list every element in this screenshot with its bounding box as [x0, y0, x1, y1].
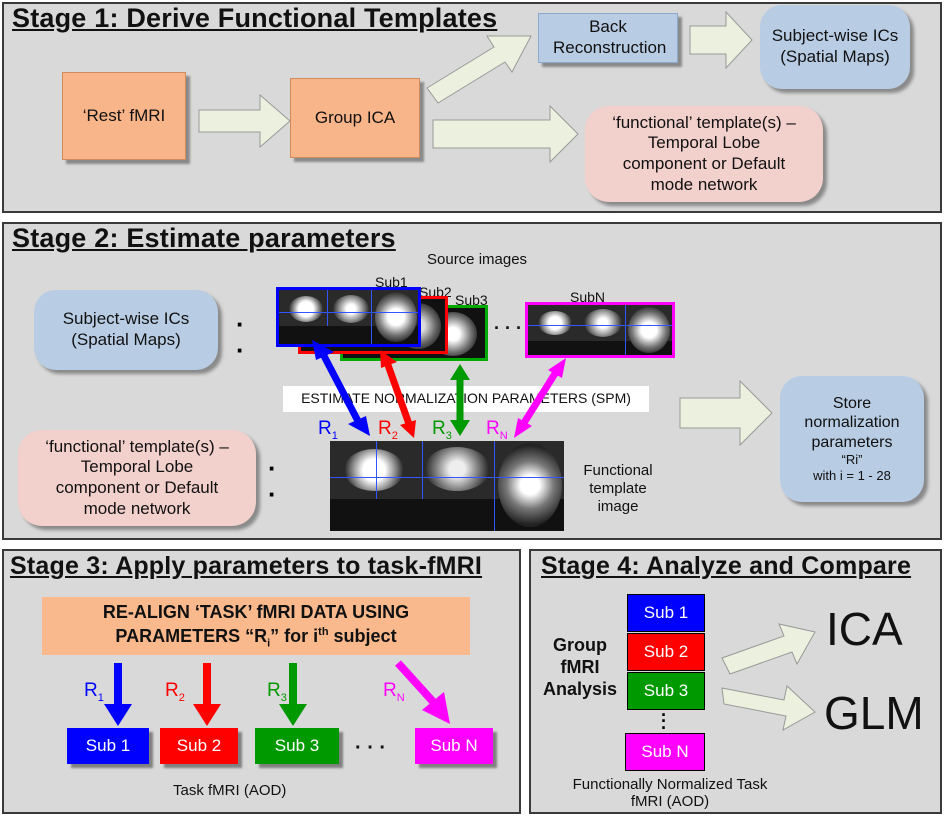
colon-stage2-bottom: ·· [268, 453, 277, 509]
stage4-title: Stage 4: Analyze and Compare [541, 552, 912, 580]
r2-label-stage2: R2 [378, 418, 398, 442]
functional-template-label-stage2: ‘functional’ template(s) – Temporal Lobe… [45, 436, 229, 518]
realign-line2: PARAMETERS “Ri” for ith subject [115, 625, 397, 650]
group-ica-box: Group ICA [290, 78, 420, 158]
rest-fmri-label: ‘Rest’ fMRI [82, 105, 166, 125]
functional-template-label-stage1: ‘functional’ template(s) – Temporal Lobe… [612, 112, 796, 194]
subject-ics-label-stage1: Subject-wise ICs (Spatial Maps) [771, 26, 899, 66]
r1-double-arrow [312, 340, 370, 436]
r2-task-arrow [193, 663, 221, 726]
ica-label: ICA [826, 603, 903, 655]
subN-task-box: Sub N [415, 728, 493, 764]
stage1-title: Stage 1: Derive Functional Templates [12, 3, 498, 33]
rest-to-ica-arrow [198, 93, 291, 149]
to-store-arrow [679, 379, 773, 447]
sub1-source-image [276, 287, 421, 347]
sub3-task-box: Sub 3 [255, 728, 339, 764]
glm-label: GLM [824, 687, 924, 739]
r3-task-arrow [279, 663, 307, 726]
sub1-normalized-box: Sub 1 [627, 594, 705, 632]
subject-ics-box-stage2: Subject-wise ICs (Spatial Maps) [34, 290, 218, 370]
group-fmri-analysis-label: Group fMRI Analysis [542, 635, 618, 699]
ica-to-backrecon-arrow [426, 35, 532, 104]
normalized-caption: Functionally Normalized Task fMRI (AOD) [572, 775, 768, 810]
rest-fmri-box: ‘Rest’ fMRI [62, 72, 186, 160]
ica-to-template-arrow [432, 104, 579, 164]
rN-label-stage2: RN [486, 418, 508, 442]
r3-double-arrow [450, 364, 470, 436]
r2-double-arrow [380, 350, 416, 438]
stage3-panel [2, 549, 521, 814]
stage3-title: Stage 3: Apply parameters to task-fMRI [10, 552, 483, 580]
colon-stage2-top: ·· [236, 309, 245, 365]
functional-template-image [330, 441, 564, 531]
subN-source-label: SubN [570, 289, 606, 305]
to-ica-arrow [721, 623, 816, 675]
store-range-label: with i = 1 - 28 [813, 468, 891, 484]
realign-box: RE-ALIGN ‘TASK’ fMRI DATA USING PARAMETE… [42, 597, 470, 655]
sub3-source-label: Sub3 [455, 292, 488, 308]
subject-ics-label-stage2: Subject-wise ICs (Spatial Maps) [62, 309, 190, 349]
ellipsis-stage3: · · · [355, 737, 387, 759]
back-reconstruction-box: Back Reconstruction [538, 13, 678, 63]
subN-normalized-box: Sub N [625, 733, 705, 771]
estimate-params-label: ESTIMATE NORMALIZATION PARAMETERS (SPM) [301, 390, 631, 407]
vertical-dots-stage4: ··· [661, 705, 667, 738]
to-glm-arrow [721, 685, 816, 731]
stage4-panel [529, 549, 942, 814]
rN-double-arrow [514, 358, 566, 438]
r1-label-stage2: R1 [318, 418, 338, 442]
subject-ics-box-stage1: Subject-wise ICs (Spatial Maps) [760, 5, 910, 89]
r2-label-stage3: R2 [165, 680, 185, 704]
subN-source-image [525, 302, 675, 358]
r3-label-stage3: R3 [267, 680, 287, 704]
sub2-normalized-box: Sub 2 [627, 633, 705, 671]
functional-template-box-stage2: ‘functional’ template(s) – Temporal Lobe… [18, 430, 256, 526]
store-parameters-label: Store normalization parameters [804, 394, 900, 451]
backrecon-to-ics-arrow [689, 10, 753, 70]
rN-label-stage3: RN [383, 680, 405, 704]
stage2-title: Stage 2: Estimate parameters [12, 223, 396, 253]
group-ica-label: Group ICA [314, 107, 396, 127]
sub2-task-box: Sub 2 [160, 728, 238, 764]
rN-task-arrow [395, 660, 450, 724]
functional-template-image-label: Functional template image [583, 461, 653, 516]
task-fmri-caption: Task fMRI (AOD) [173, 782, 287, 799]
ellipsis-stage2: · · · [494, 318, 522, 338]
r1-task-arrow [104, 663, 132, 726]
store-ri-label: “Ri” [841, 452, 863, 468]
sub1-task-box: Sub 1 [67, 728, 149, 764]
back-reconstruction-label: Back Reconstruction [553, 17, 667, 57]
r1-label-stage3: R1 [84, 680, 104, 704]
store-parameters-box: Store normalization parameters “Ri” with… [780, 376, 924, 502]
functional-template-box-stage1: ‘functional’ template(s) – Temporal Lobe… [585, 106, 823, 202]
realign-line1: RE-ALIGN ‘TASK’ fMRI DATA USING [102, 602, 410, 623]
r3-label-stage2: R3 [432, 418, 452, 442]
sub1-source-label: Sub1 [375, 274, 408, 290]
source-images-label: Source images [427, 251, 528, 268]
sub3-normalized-box: Sub 3 [627, 672, 705, 710]
